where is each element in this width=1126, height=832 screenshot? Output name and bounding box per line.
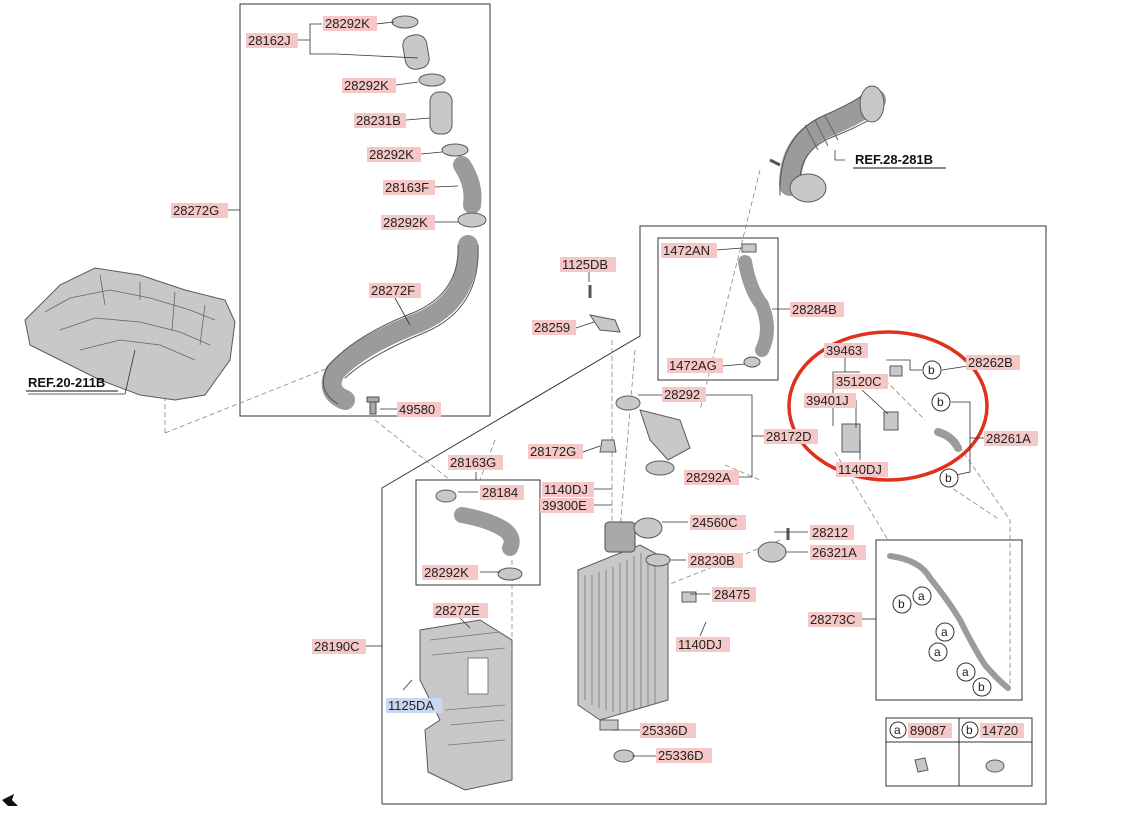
bracket-26321A-drawing (757, 528, 790, 563)
label-39463: 39463 (826, 343, 862, 358)
label-28272E: 28272E (435, 603, 480, 618)
label-1472AN: 1472AN (663, 243, 710, 258)
label-28163G: 28163G (450, 455, 496, 470)
label-25336D-lower: 25336D (658, 748, 704, 763)
callout-b-1: b (928, 363, 935, 377)
label-39401J: 39401J (806, 393, 849, 408)
ref-20-211B: REF.20-211B (28, 375, 105, 390)
label-28184: 28184 (482, 485, 518, 500)
label-39300E: 39300E (542, 498, 587, 513)
label-28163F: 28163F (385, 180, 429, 195)
label-28273C: 28273C (810, 612, 856, 627)
callout-a-1: a (918, 589, 925, 603)
hose-28284B-drawing (738, 243, 774, 368)
ref-28-281B: REF.28-281B (855, 152, 933, 167)
group-boxes (239, 3, 1047, 805)
callout-a-4: a (962, 665, 969, 679)
label-28272F: 28272F (371, 283, 415, 298)
bracket-28259-drawing (588, 285, 621, 333)
legend-b-part: 14720 (982, 723, 1018, 738)
pointer-icon (2, 794, 18, 806)
intercooler-drawing (577, 517, 697, 763)
bracket-39401J-drawing (841, 365, 962, 453)
label-26321A: 26321A (812, 545, 857, 560)
label-1472AG: 1472AG (669, 358, 717, 373)
hose-28273C-drawing (887, 553, 1011, 691)
label-28172D: 28172D (766, 429, 812, 444)
engine-oil-pan-drawing (24, 267, 236, 401)
label-28230B: 28230B (690, 553, 735, 568)
callout-a-3: a (934, 645, 941, 659)
callout-b-5: b (978, 680, 985, 694)
label-28259: 28259 (534, 320, 570, 335)
callout-a-2: a (941, 625, 948, 639)
label-49580: 49580 (399, 402, 435, 417)
label-28475: 28475 (714, 587, 750, 602)
part-number-labels: 28292K 28162J 28292K 28231B 28292K 28163… (171, 16, 1038, 763)
hose-28163G-drawing (435, 489, 523, 581)
label-1140DJ-right: 1140DJ (838, 462, 882, 477)
label-28212: 28212 (812, 525, 848, 540)
callout-b-4: b (898, 597, 905, 611)
highlight-annotation-circle (787, 330, 989, 482)
label-28292K-lower: 28292K (424, 565, 469, 580)
clamp-legend: a 89087 b 14720 (889, 721, 1024, 739)
label-28231B: 28231B (356, 113, 401, 128)
label-28162J: 28162J (248, 33, 291, 48)
label-1125DB: 1125DB (562, 257, 608, 272)
label-1125DA: 1125DA (388, 698, 434, 713)
legend-a-part: 89087 (910, 723, 946, 738)
upper-hose-parts-drawing (321, 15, 487, 410)
label-28284B: 28284B (792, 302, 837, 317)
label-28292: 28292 (664, 387, 700, 402)
callout-circles: b b b b a a a a b (892, 360, 992, 697)
label-28261A: 28261A (986, 431, 1031, 446)
legend-a-letter: a (894, 723, 901, 737)
label-28190C: 28190C (314, 639, 360, 654)
bolt-49580-drawing (366, 396, 380, 415)
label-28292K-4: 28292K (383, 215, 428, 230)
label-28292A: 28292A (686, 470, 731, 485)
reference-labels: REF.28-281B REF.20-211B (26, 152, 946, 392)
callout-b-3: b (945, 471, 952, 485)
label-35120C: 35120C (836, 374, 882, 389)
pipe-28172D-drawing (599, 395, 691, 476)
clamp-legend-icons (914, 757, 1005, 773)
label-24560C: 24560C (692, 515, 738, 530)
leader-lines (28, 21, 984, 757)
label-28272G: 28272G (173, 203, 219, 218)
clamp-legend-table (885, 717, 1033, 787)
legend-b-letter: b (966, 723, 973, 737)
intercooler-assembly-box (381, 225, 1047, 805)
label-25336D-upper: 25336D (642, 723, 688, 738)
label-1140DJ-lower: 1140DJ (678, 637, 722, 652)
label-28172G: 28172G (530, 444, 576, 459)
label-28292K-3: 28292K (369, 147, 414, 162)
label-28262B: 28262B (968, 355, 1013, 370)
label-1140DJ-mid: 1140DJ (544, 482, 588, 497)
callout-b-2: b (937, 395, 944, 409)
hose-28163G-box (415, 479, 541, 586)
hose-28273C-box (875, 539, 1023, 701)
air-intake-duct-drawing (769, 85, 886, 203)
label-28292K-top: 28292K (325, 16, 370, 31)
label-28292K-2: 28292K (344, 78, 389, 93)
